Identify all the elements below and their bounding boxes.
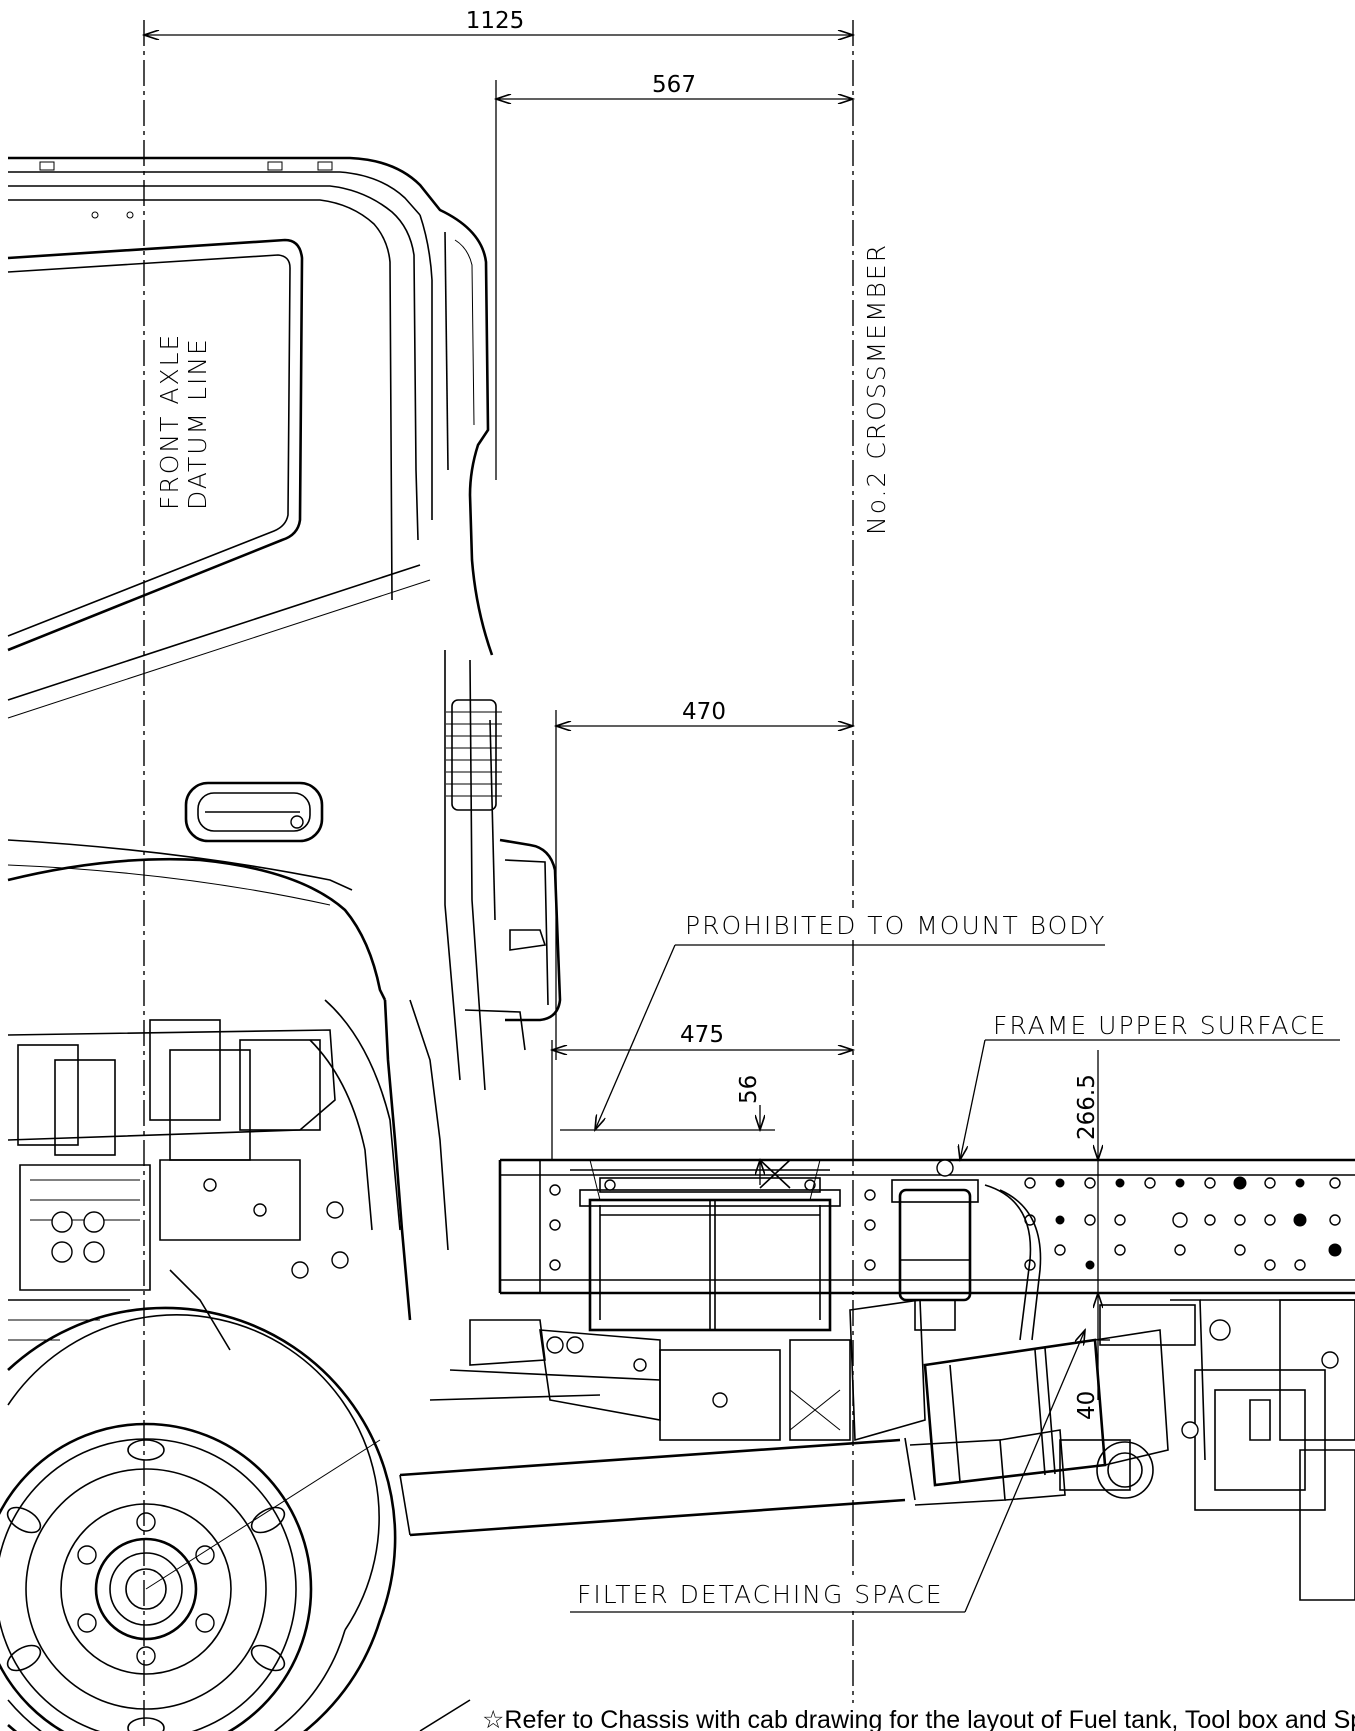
dim-label-470: 470 xyxy=(682,699,726,725)
front-axle-label-line1: FRONT AXLE xyxy=(155,333,184,510)
dimension-40: 40 xyxy=(1074,1339,1110,1420)
frame-surface-leader: FRAME UPPER SURFACE xyxy=(960,1011,1340,1160)
layout-reference-note: ☆Refer to Chassis with cab drawing for t… xyxy=(482,1706,1355,1731)
transmission-assembly xyxy=(429,1299,926,1442)
dim-label-1125: 1125 xyxy=(466,8,525,34)
filter-space-leader: FILTER DETACHING SPACE xyxy=(570,1330,1085,1613)
dimension-56: 56 xyxy=(560,1075,775,1185)
door-handle xyxy=(184,781,324,843)
steering-gear-area xyxy=(309,650,562,1251)
front-engine-components xyxy=(7,1019,349,1351)
fuel-filter-assembly xyxy=(891,1159,1042,1341)
dim-label-266-5: 266.5 xyxy=(1074,1074,1100,1140)
rear-right-components xyxy=(1181,1299,1355,1601)
prohibited-leader: PROHIBITED TO MOUNT BODY xyxy=(595,908,1106,1130)
front-axle-label: FRONT AXLE DATUM LINE xyxy=(155,333,212,510)
filter-space-label: FILTER DETACHING SPACE xyxy=(577,1580,944,1609)
frame-rail xyxy=(498,1158,1355,1295)
dim-label-567: 567 xyxy=(652,72,696,98)
steering-bellows xyxy=(446,699,502,811)
dim-label-475: 475 xyxy=(680,1022,724,1048)
cab-outline xyxy=(7,156,494,1321)
frame-holes xyxy=(549,1176,1342,1271)
front-wheel xyxy=(0,1306,397,1731)
dimension-567: 567 xyxy=(496,72,853,480)
front-axle-label-line2: DATUM LINE xyxy=(183,337,212,510)
dimension-470: 470 xyxy=(556,699,853,1060)
dim-label-40: 40 xyxy=(1074,1391,1100,1420)
dim-label-56: 56 xyxy=(736,1075,762,1104)
prohibited-label: PROHIBITED TO MOUNT BODY xyxy=(685,911,1106,940)
dimension-266-5: 266.5 xyxy=(1074,1050,1100,1400)
frame-surface-label: FRAME UPPER SURFACE xyxy=(993,1011,1327,1040)
propeller-shaft xyxy=(399,1429,1154,1537)
dimension-475: 475 xyxy=(552,1022,853,1160)
dpf-muffler xyxy=(923,1299,1206,1487)
battery-box xyxy=(570,1159,841,1332)
crossmember-label: No.2 CROSSMEMBER xyxy=(862,243,891,535)
dimension-1125: 1125 xyxy=(144,6,853,35)
